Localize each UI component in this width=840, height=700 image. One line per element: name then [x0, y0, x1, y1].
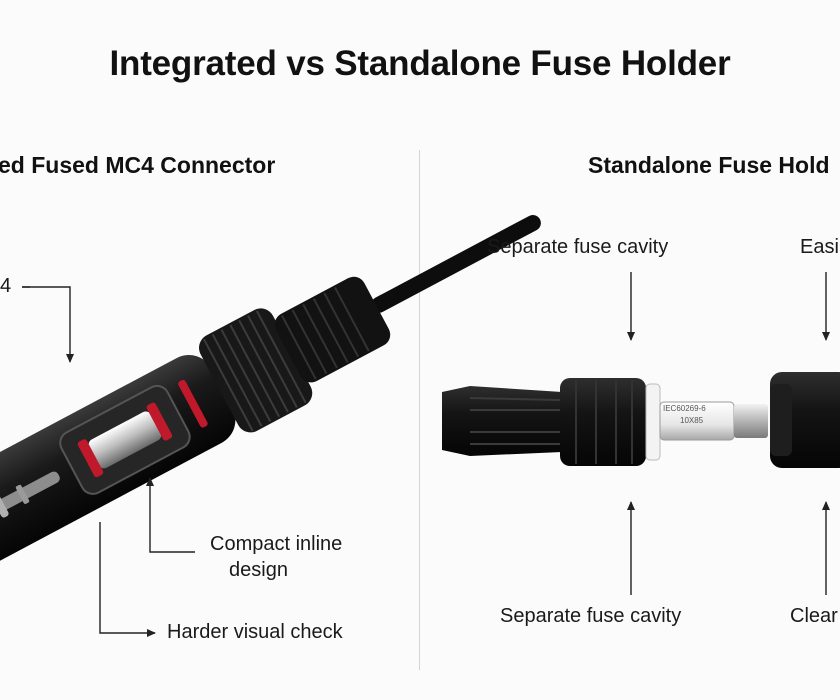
holder-seal-ring — [645, 383, 661, 461]
standalone-fuse-holder — [442, 372, 840, 468]
fuse-end-cap — [734, 404, 768, 438]
label-top-left: 4 — [0, 275, 12, 297]
connector-cable — [371, 215, 541, 313]
label-cavity-bottom: Separate fuse cavity — [500, 605, 682, 627]
right-panel-title: Standalone Fuse Hold — [588, 152, 830, 178]
holder-left-body — [560, 378, 646, 466]
page-title: Integrated vs Standalone Fuse Holder — [109, 44, 731, 83]
arrow-top-label — [22, 286, 74, 363]
arrow-compact-design — [146, 477, 195, 553]
fuse-text-line2: 10X85 — [680, 416, 704, 425]
seal-ring-back — [146, 402, 173, 441]
label-cavity-top: Separate fuse cavity — [487, 236, 669, 258]
arrow-visual-check — [99, 522, 156, 637]
integrated-connector — [0, 215, 541, 584]
contact-pin — [0, 471, 60, 545]
holder-boot — [442, 386, 562, 456]
left-panel-title: ed Fused MC4 Connector — [0, 152, 276, 178]
label-visual-check: Harder visual check — [167, 621, 343, 643]
panel-divider — [419, 150, 420, 670]
seal-ring-nut — [178, 379, 208, 428]
label-compact-line2: design — [229, 559, 288, 581]
label-compact-line1: Compact inline — [210, 533, 343, 555]
label-clear: Clear — [790, 605, 838, 627]
fuse-text-line1: IEC60269-6 — [663, 404, 706, 413]
label-easy: Easi — [800, 236, 839, 258]
inner-fuse — [88, 411, 162, 469]
seal-ring-front — [77, 439, 104, 478]
